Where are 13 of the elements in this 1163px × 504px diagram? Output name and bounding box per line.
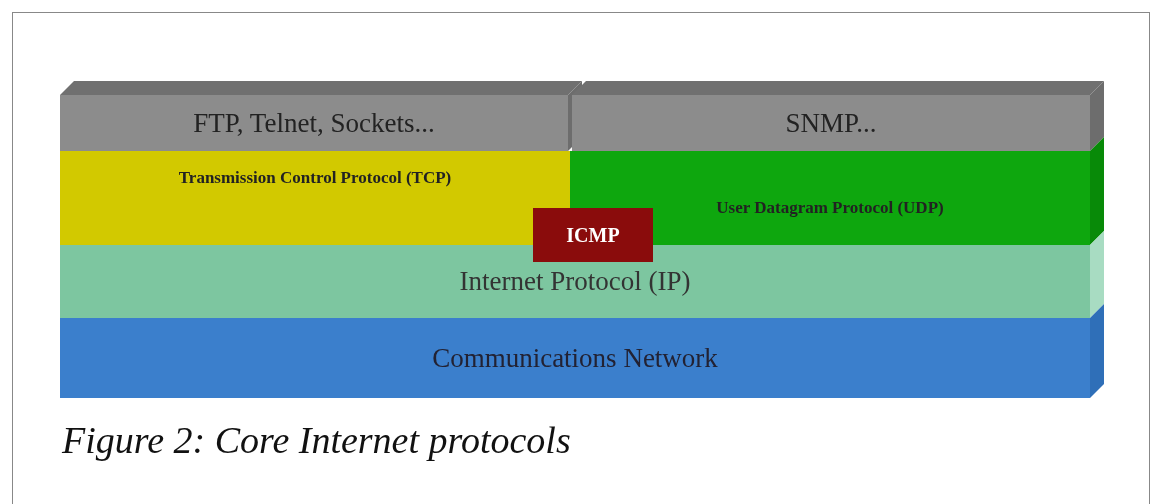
network-base-box [60,318,1090,398]
layer-label: Transmission Control Protocol (TCP) [177,168,453,188]
application-layer-box [60,95,568,151]
application-layer-box [572,95,1090,151]
layer-label: Communications Network [431,342,719,374]
layer-label: FTP, Telnet, Sockets... [192,107,436,139]
layer-label: User Datagram Protocol (UDP) [715,198,945,218]
layer-label: Internet Protocol (IP) [458,266,692,297]
layer-label: ICMP [565,223,621,247]
figure-caption: Figure 2: Core Internet protocols [62,418,571,462]
network-layer-box [60,245,1090,318]
protocol-block [533,208,653,262]
layer-label: SNMP... [784,107,878,139]
